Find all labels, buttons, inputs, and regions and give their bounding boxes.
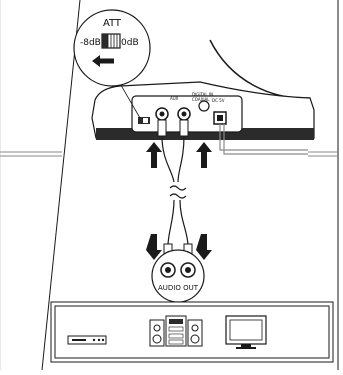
coaxial-port bbox=[198, 100, 210, 112]
tv-icon bbox=[225, 315, 267, 349]
upper-cable-right bbox=[177, 135, 185, 183]
source-devices-box bbox=[50, 301, 334, 363]
upper-cable-left bbox=[161, 135, 175, 183]
cable-break-icon bbox=[169, 185, 187, 199]
lower-cable-left bbox=[167, 199, 175, 247]
port-label-aux: AUX bbox=[170, 96, 179, 101]
dc-label: DC 5V bbox=[212, 98, 225, 103]
upper-rca-plugs bbox=[157, 119, 189, 183]
aux-port-left-pin bbox=[159, 111, 165, 117]
att-callout: ATT -8dB 0dB bbox=[73, 9, 151, 119]
dc-cable-2 bbox=[223, 124, 308, 155]
hifi-system-icon bbox=[149, 315, 203, 347]
lower-cable-right bbox=[179, 199, 189, 247]
arrow-down-icon-right bbox=[196, 234, 212, 260]
att-switch-knob bbox=[102, 34, 108, 48]
arrow-up-icon-left bbox=[146, 142, 162, 168]
arrow-up-icon-right bbox=[196, 142, 212, 168]
arrow-left-icon bbox=[92, 55, 114, 67]
arrow-down-icon-left bbox=[146, 234, 162, 260]
port-label-coaxial: COAXIAL bbox=[192, 97, 210, 102]
page-slant-divider bbox=[41, 0, 81, 371]
callout-leader bbox=[117, 79, 141, 119]
port-label-digital: DIGITAL IN bbox=[192, 92, 213, 97]
att-switch-small bbox=[138, 117, 150, 124]
att-left-label: -8dB bbox=[80, 38, 101, 48]
dvd-player-icon bbox=[67, 335, 107, 345]
audio-out-label: AUDIO OUT bbox=[158, 284, 199, 292]
audio-out-circle bbox=[151, 249, 205, 303]
att-title: ATT bbox=[103, 18, 122, 29]
audio-out-jack: AUDIO OUT bbox=[151, 249, 205, 303]
aux-port-right-pin bbox=[181, 111, 187, 117]
dc-cable bbox=[219, 124, 308, 151]
att-right-label: 0dB bbox=[121, 38, 139, 48]
dc-port-inner bbox=[217, 115, 223, 121]
